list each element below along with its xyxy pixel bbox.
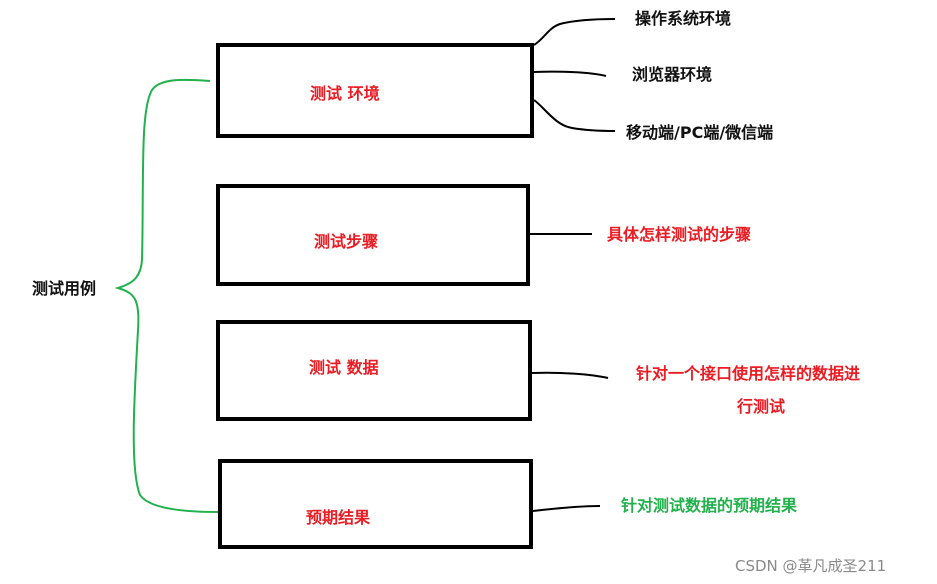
green-bracket	[114, 78, 219, 513]
branch-line-browser	[533, 70, 607, 77]
branch-line-data	[531, 371, 609, 379]
test-data-box	[216, 320, 532, 421]
branch-line-expected	[532, 505, 601, 512]
root-label: 测试用例	[32, 279, 97, 298]
expected-note: 针对测试数据的预期结果	[621, 496, 798, 515]
test-environment-box	[216, 43, 534, 138]
env-item-mobile-pc-wechat: 移动端/PC端/微信端	[626, 123, 774, 142]
env-item-browser: 浏览器环境	[632, 65, 713, 84]
test-steps-box	[216, 184, 530, 286]
data-note-line1: 针对一个接口使用怎样的数据进	[636, 364, 861, 383]
branch-line-mobile	[533, 99, 616, 132]
test-environment-label: 测试 环境	[310, 84, 380, 103]
test-steps-label: 测试步骤	[314, 232, 379, 251]
test-data-label: 测试 数据	[309, 358, 379, 377]
steps-note: 具体怎样测试的步骤	[607, 225, 752, 244]
expected-result-label: 预期结果	[306, 508, 371, 527]
env-item-os: 操作系统环境	[635, 9, 732, 28]
expected-result-box	[218, 459, 533, 549]
csdn-watermark: CSDN @革凡成圣211	[735, 557, 887, 575]
branch-line-os	[533, 18, 616, 46]
data-note-line2: 行测试	[737, 397, 786, 416]
